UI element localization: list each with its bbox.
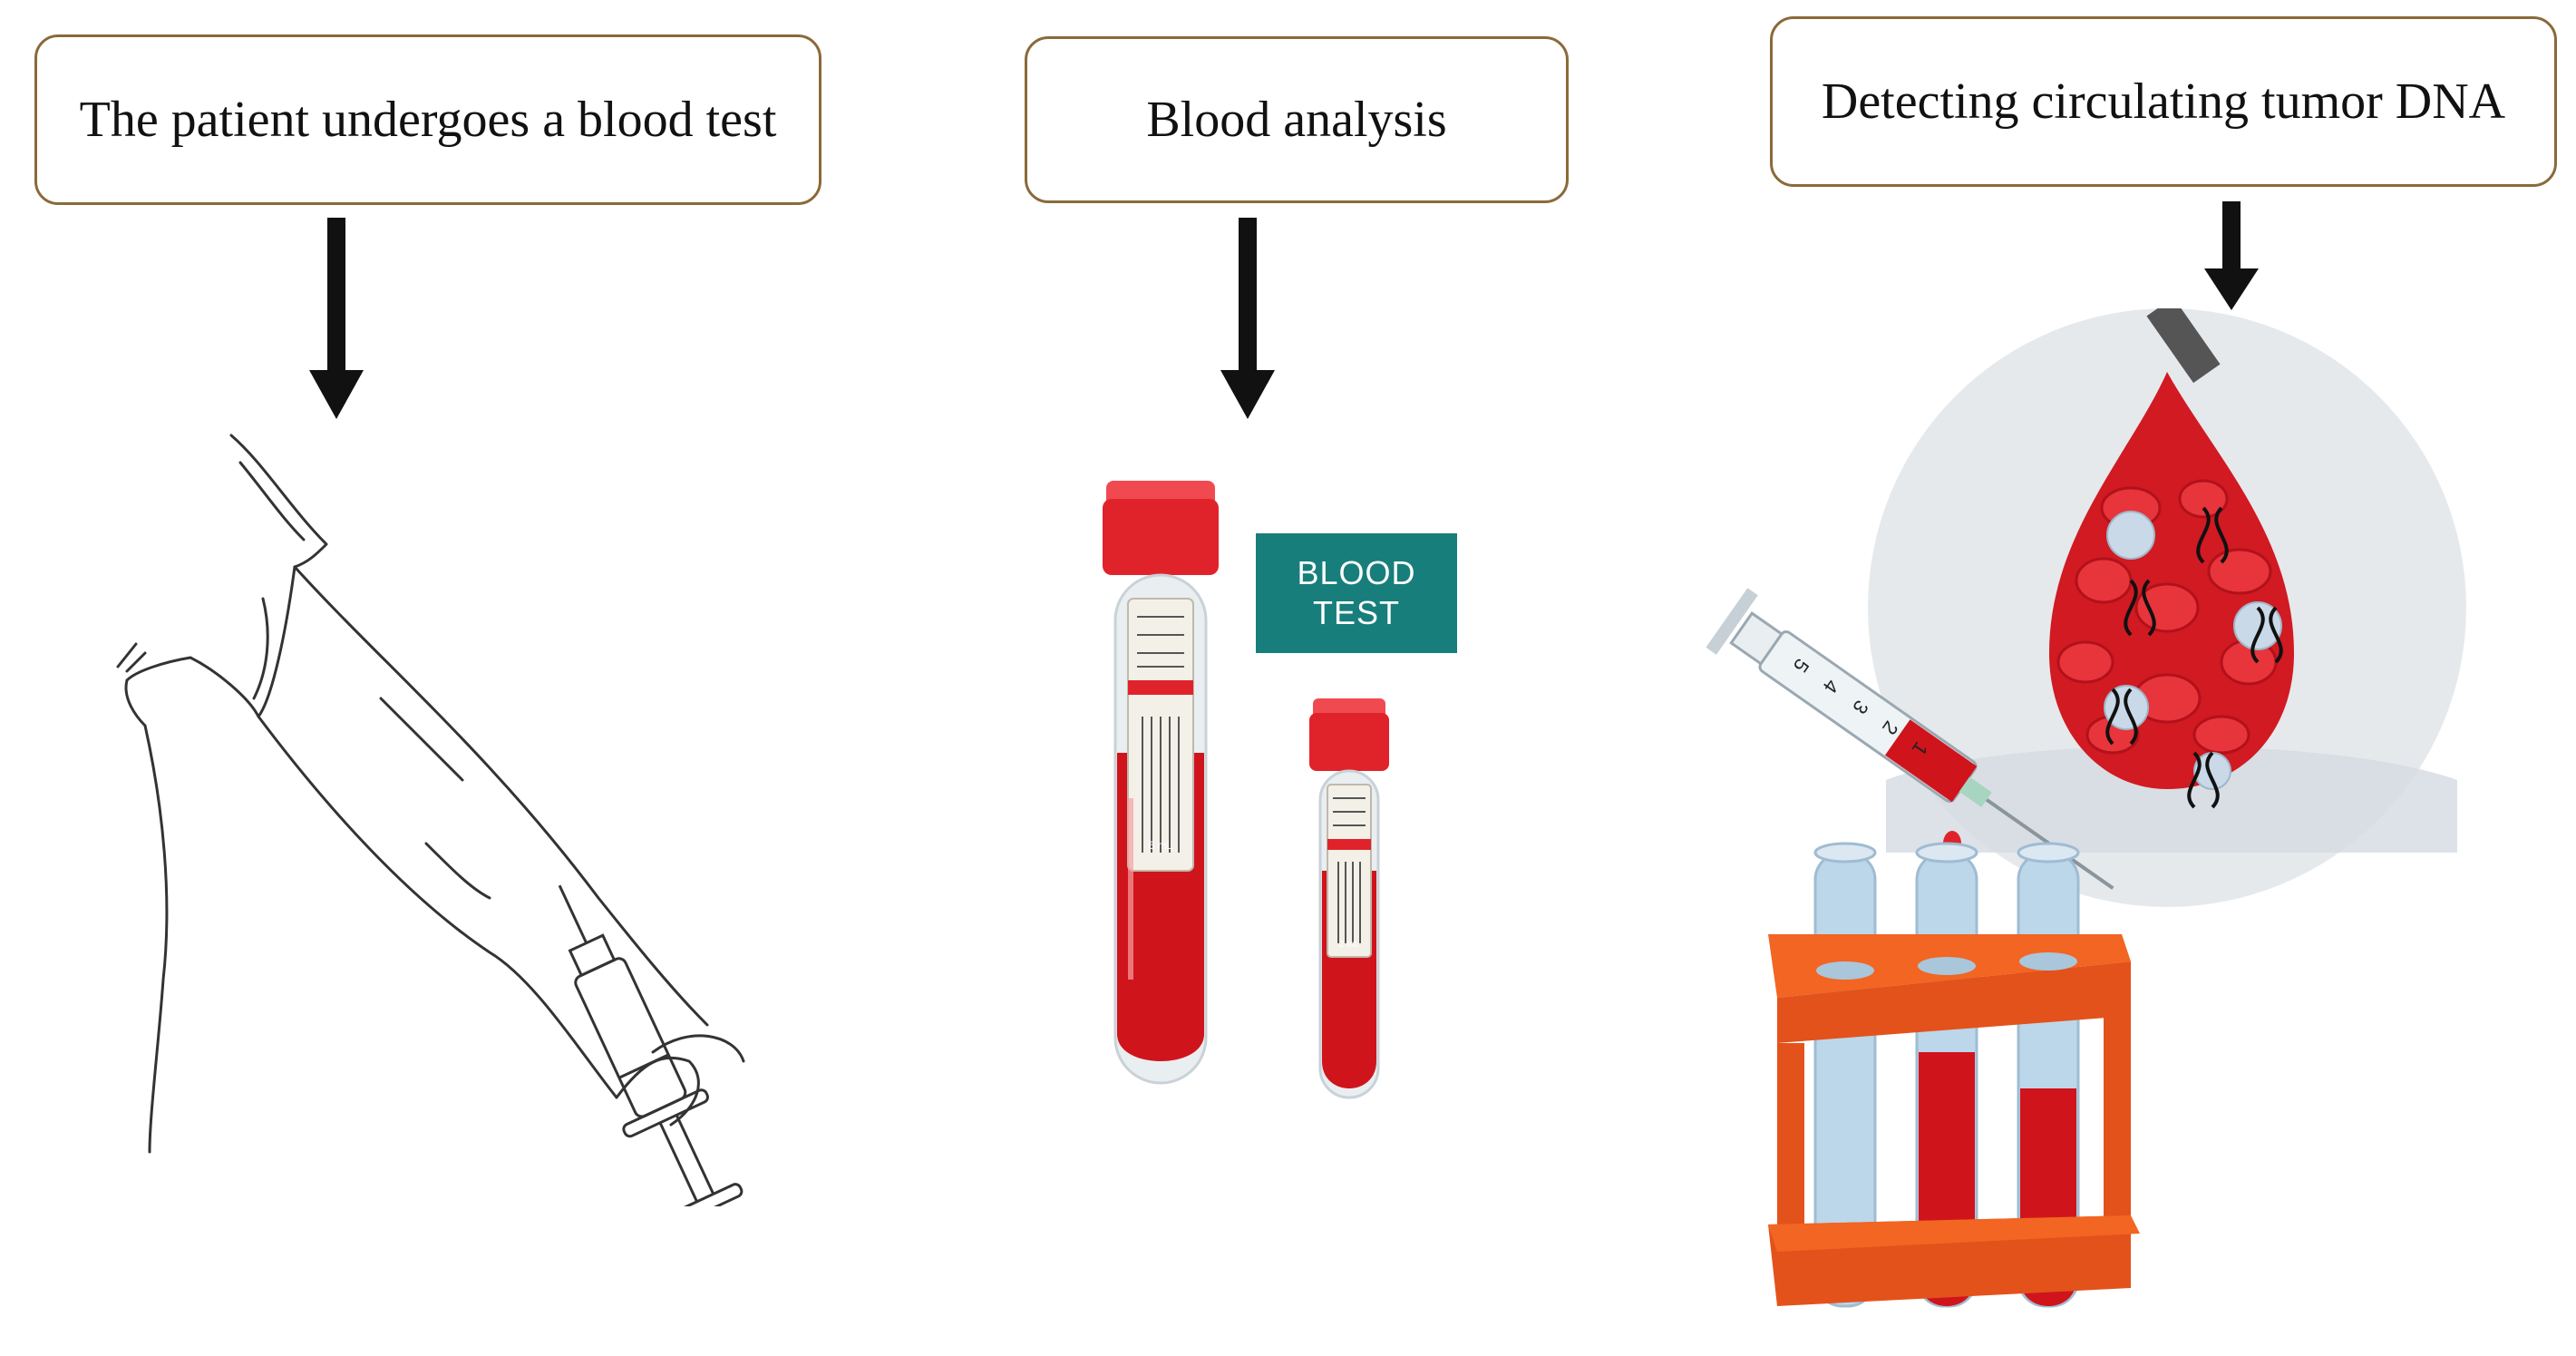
arrow-down-icon [1220, 218, 1275, 419]
small-tube-volume: 2 mL [1339, 940, 1360, 950]
small-tube: 2 mL [1309, 698, 1389, 1099]
step-label-detect-ctdna: Detecting circulating tumor DNA [1821, 73, 2506, 130]
step-label-blood-analysis: Blood analysis [1146, 92, 1447, 148]
step-label-blood-test: The patient undergoes a blood test [79, 92, 777, 148]
arrow-down-icon [2204, 201, 2259, 310]
blood-collection-tube-icon: 6 mL 2 mL [1103, 481, 1389, 1099]
blood-droplet-dna-icon [1868, 308, 2466, 907]
large-tube: 6 mL [1103, 481, 1219, 1085]
step-box-blood-test: The patient undergoes a blood test [34, 34, 821, 205]
blood-test-label-line2: TEST [1312, 594, 1400, 631]
blood-test-label-line1: BLOOD [1297, 554, 1416, 591]
arrow-down-icon [309, 218, 364, 419]
test-tube-rack-icon [1768, 842, 2140, 1308]
blood-test-label: BLOOD TEST [1256, 533, 1457, 653]
step-box-blood-analysis: Blood analysis [1025, 36, 1569, 203]
step-box-detect-ctdna: Detecting circulating tumor DNA [1770, 16, 2557, 187]
arm-with-syringe-icon [116, 434, 745, 1206]
lab-analysis-illustration: 5 4 3 2 1 [1706, 308, 2466, 1308]
large-tube-volume: 6 mL [1149, 839, 1173, 852]
syringe-icon: 5 4 3 2 1 [1706, 588, 2114, 890]
